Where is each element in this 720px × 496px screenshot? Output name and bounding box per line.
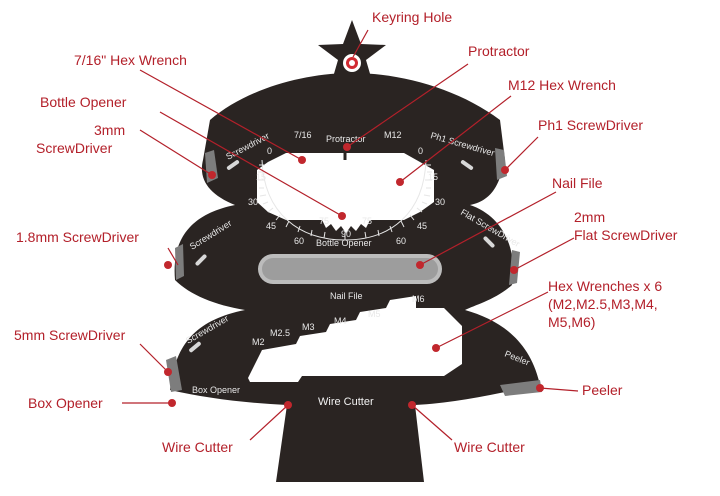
callout-hexw-line3: M5,M6) [548, 314, 595, 330]
angle-45-right: 45 [417, 221, 427, 231]
etched-m25: M2.5 [270, 328, 290, 338]
angle-75-left: 75 [319, 216, 329, 226]
hex-cutout [257, 153, 434, 220]
angle-45-left: 45 [266, 221, 276, 231]
angle-30-right: 30 [435, 197, 445, 207]
callout-bottle-opener: Bottle Opener [40, 94, 127, 110]
angle-75-right: 75 [362, 216, 372, 226]
callout-18mm: 1.8mm ScrewDriver [16, 229, 139, 245]
callout-nail-file: Nail File [552, 175, 603, 191]
callout-box-opener: Box Opener [28, 395, 103, 411]
angle-30-left: 30 [248, 197, 258, 207]
etched-m3: M3 [302, 322, 315, 332]
edge-peeler [500, 380, 542, 396]
etched-hex716: 7/16 [294, 130, 312, 140]
etched-protractor: Protractor [326, 134, 366, 144]
etched-m4: M4 [334, 316, 347, 326]
angle-0-left: 0 [267, 146, 272, 156]
callout-keyring-hole: Keyring Hole [372, 9, 452, 25]
edge-sd5 [166, 356, 182, 392]
callout-wire-cutter-left: Wire Cutter [162, 439, 233, 455]
tool-body [170, 20, 540, 482]
hex-wrenches-cutout [248, 296, 462, 382]
edge-sd18 [175, 244, 184, 280]
callout-wire-cutter-right: Wire Cutter [454, 439, 525, 455]
etched-nail-file: Nail File [330, 291, 363, 301]
keyring-hole-center [349, 60, 355, 66]
angle-0-right: 0 [418, 146, 423, 156]
angle-15-left: 15 [256, 172, 266, 182]
callout-ph1: Ph1 ScrewDriver [538, 117, 643, 133]
callout-3mm-line2: ScrewDriver [36, 140, 113, 156]
callout-m12-hex: M12 Hex Wrench [508, 77, 616, 93]
callout-2mm-line2: Flat ScrewDriver [574, 227, 678, 243]
angle-60-left: 60 [294, 236, 304, 246]
nail-file-texture [262, 258, 438, 280]
edge-ph1 [495, 148, 507, 180]
etched-m6: M6 [412, 294, 425, 304]
etched-m2: M2 [252, 337, 265, 347]
callout-5mm: 5mm ScrewDriver [14, 327, 126, 343]
etched-box-opener: Box Opener [192, 385, 240, 395]
callout-hex-716: 7/16" Hex Wrench [74, 52, 187, 68]
etched-m12: M12 [384, 130, 402, 140]
screwdriver-slot-icons [189, 160, 495, 353]
angle-15-right: 15 [428, 172, 438, 182]
target-dots [164, 143, 544, 409]
callout-2mm-line1: 2mm [574, 209, 605, 225]
callout-3mm-line1: 3mm [94, 122, 125, 138]
etched-wire-cutter: Wire Cutter [318, 396, 374, 408]
callout-peeler: Peeler [582, 382, 623, 398]
protractor-ticks [258, 164, 432, 240]
callout-hexw-line1: Hex Wrenches x 6 [548, 278, 662, 294]
angle-60-right: 60 [396, 236, 406, 246]
callout-protractor: Protractor [468, 43, 530, 59]
callout-hexw-line2: (M2,M2.5,M3,M4, [548, 296, 658, 312]
etched-m5: M5 [368, 309, 381, 319]
angle-90: 90 [341, 229, 351, 239]
bottle-opener-notch [322, 220, 370, 233]
leader-lines [122, 29, 579, 441]
etched-bottle-opener: Bottle Opener [316, 238, 372, 248]
